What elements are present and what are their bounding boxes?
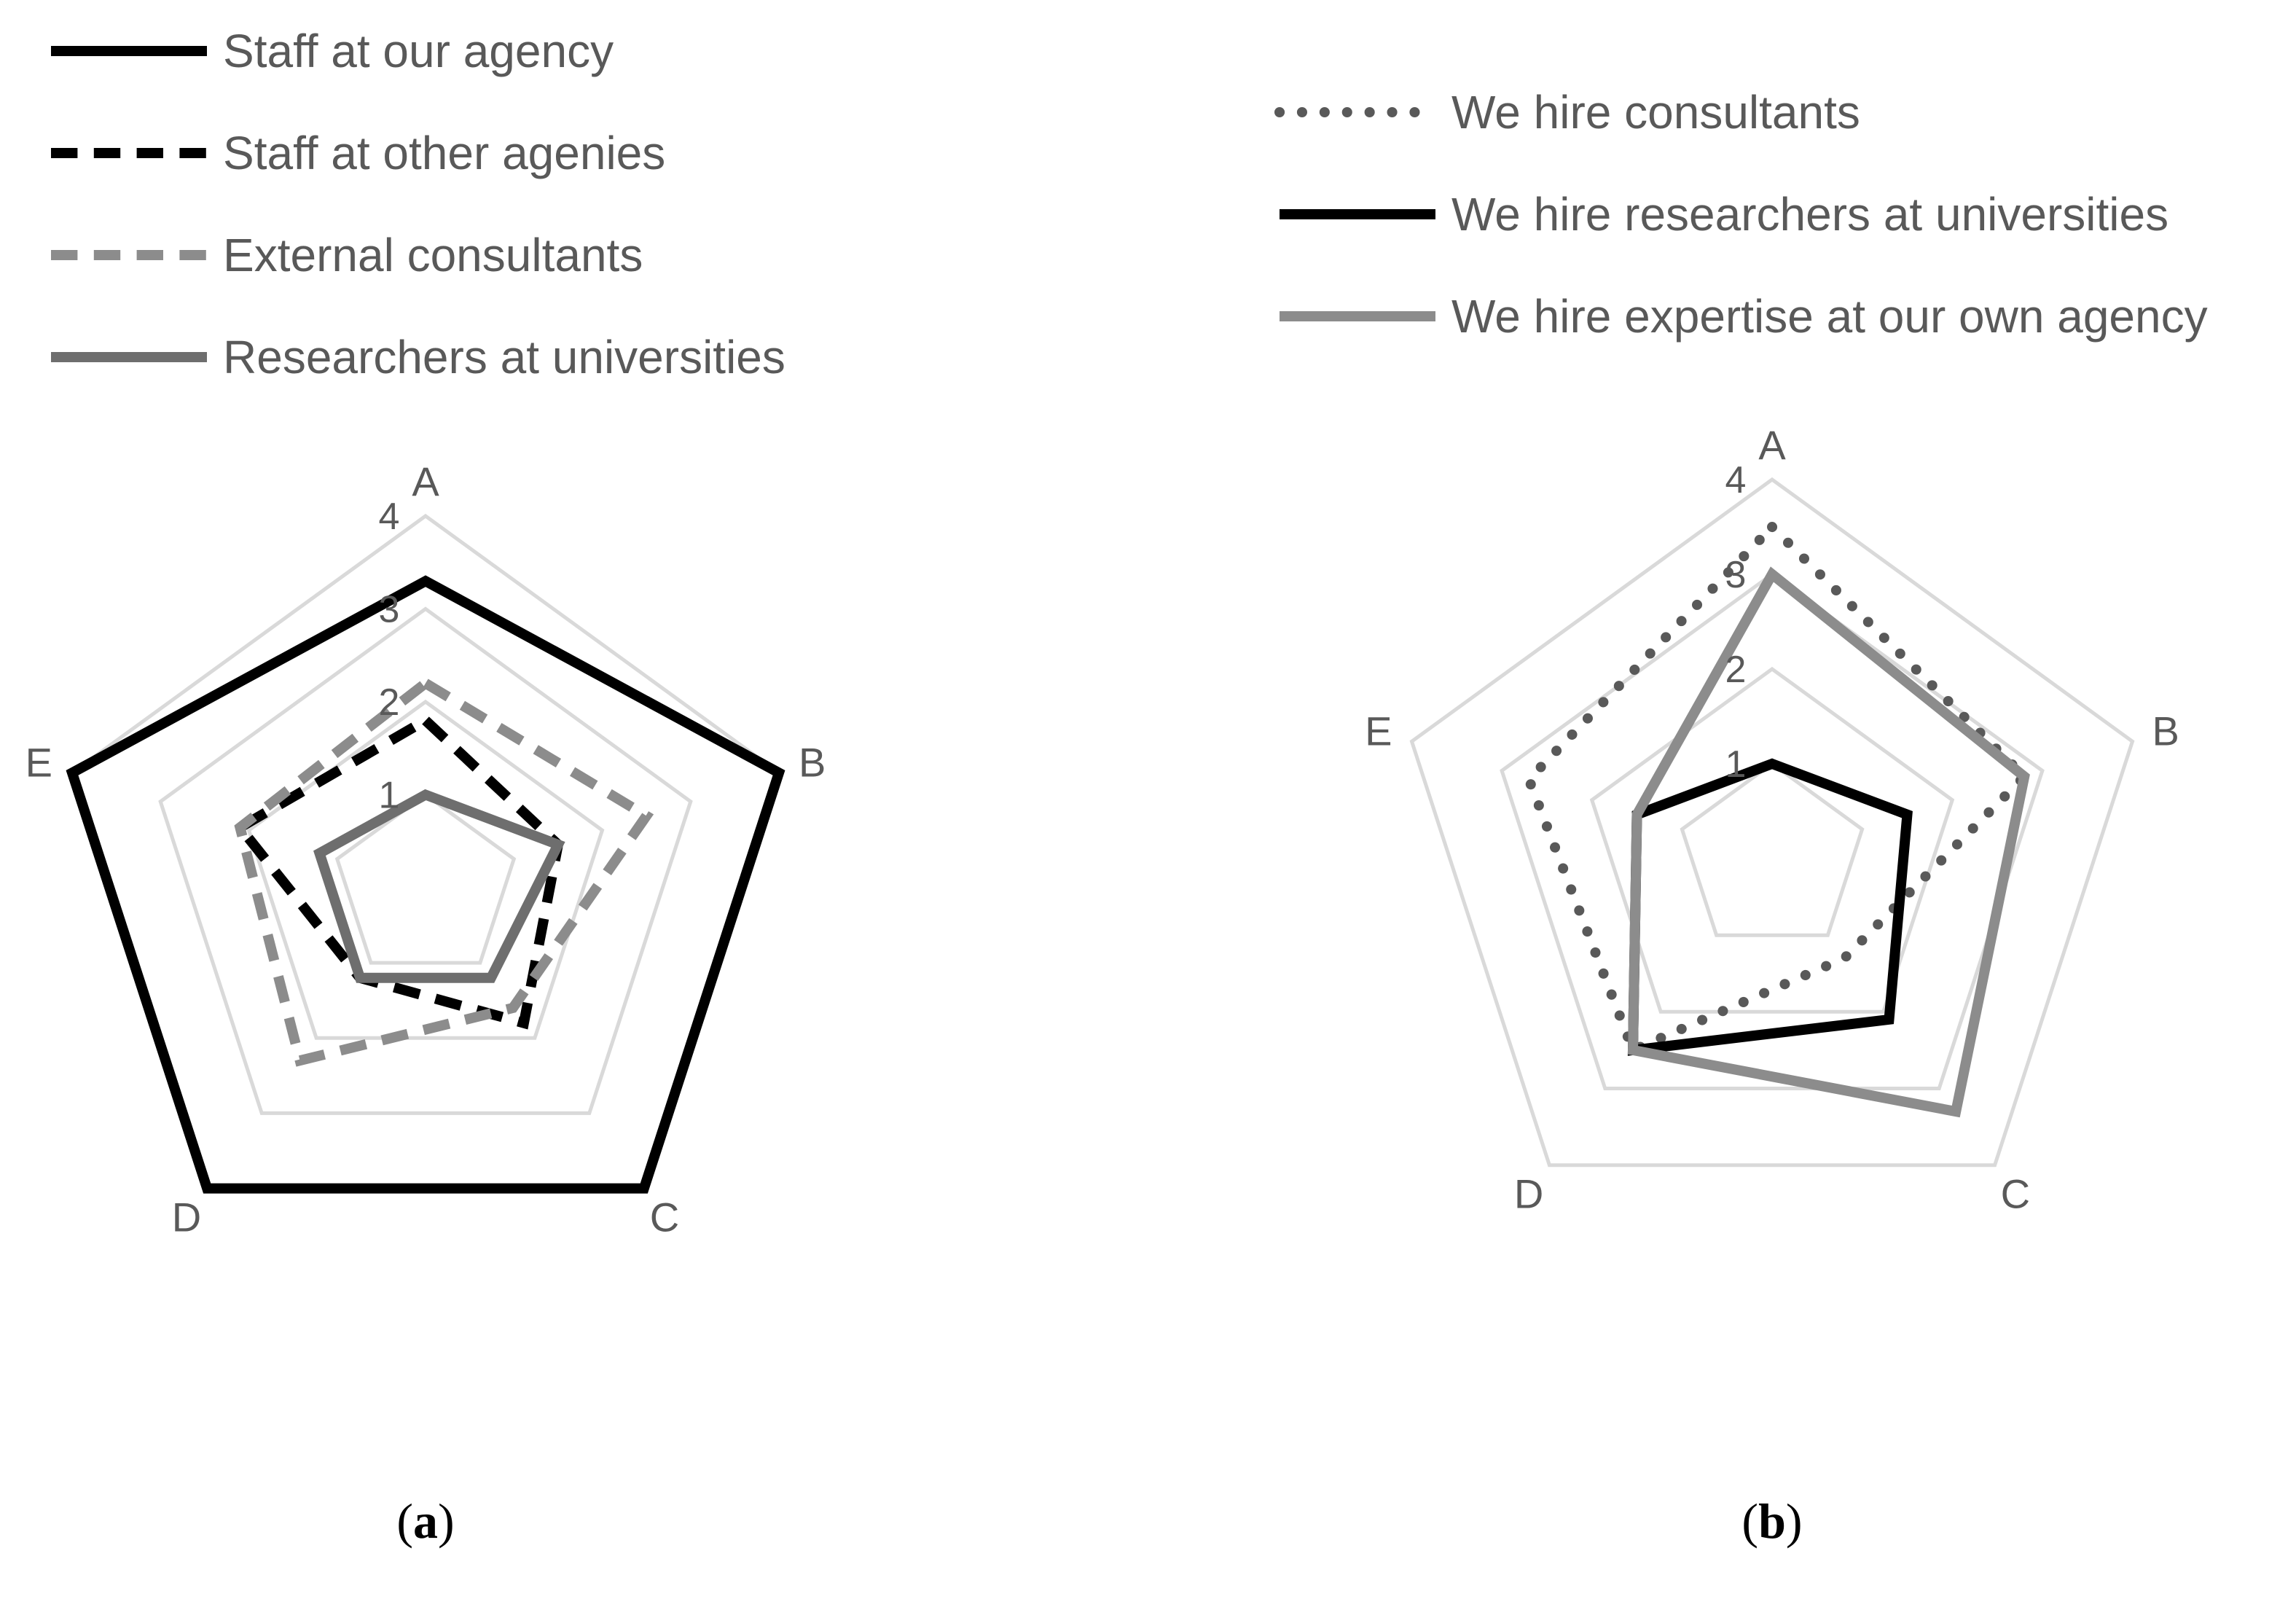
legend-label-3: External consultants: [223, 229, 643, 281]
axis-label-C: C: [2001, 1171, 2030, 1217]
series-line-4: [313, 789, 565, 983]
panel-label-b-letter: b: [1758, 1493, 1786, 1549]
axis-label-A: A: [412, 458, 439, 504]
legend-label-1: Staff at our agency: [223, 25, 614, 77]
axis-label-B: B: [2152, 708, 2179, 754]
series-line-3: [1627, 566, 2030, 1118]
grid-ring-2: [1589, 666, 1955, 1014]
axis-label-B: B: [799, 740, 826, 786]
panel-label-a-letter: a: [413, 1493, 438, 1549]
tick-label-4: 4: [379, 496, 400, 538]
radar-chart-b: 1 2 3 4A B C D E: [1365, 422, 2179, 1217]
axis-label-D: D: [172, 1194, 201, 1240]
grid-ring-1: [1680, 761, 1865, 937]
axis-label-E: E: [1365, 708, 1392, 754]
legend-label-4: Researchers at universities: [223, 331, 785, 383]
series-line-2: [232, 714, 564, 1030]
legend-label-1: We hire consultants: [1451, 86, 1860, 138]
axis-label-E: E: [26, 740, 52, 786]
tick-label-2: 2: [379, 681, 400, 724]
tick-label-3: 3: [379, 589, 400, 631]
tick-label-3: 3: [1725, 554, 1747, 596]
tick-label-1: 1: [1725, 743, 1747, 786]
axis-label-A: A: [1758, 422, 1786, 468]
tick-label-4: 4: [1725, 459, 1747, 501]
axis-label-C: C: [650, 1194, 679, 1240]
series-line-3: [234, 677, 654, 1067]
grid-ring-2: [246, 699, 605, 1040]
legend-panel-b: We hire consultants We hire researchers a…: [1274, 86, 2208, 343]
series-line-1: [1524, 522, 2030, 1055]
legend-label-2: We hire researchers at universities: [1451, 188, 2168, 241]
tick-label-2: 2: [1725, 649, 1747, 691]
grid-ring-3: [158, 606, 693, 1115]
panel-label-a: (a): [396, 1493, 454, 1549]
grid-ring-4: [1409, 477, 2135, 1168]
grid-ring-3: [1500, 571, 2045, 1090]
grid-ring-1: [334, 792, 517, 965]
tick-label-1: 1: [379, 775, 400, 817]
axis-label-D: D: [1514, 1171, 1543, 1217]
panel-label-b: (b): [1741, 1493, 1802, 1549]
series-line-1: [66, 575, 785, 1194]
legend-label-2: Staff at other agenies: [223, 127, 665, 179]
radar-chart-a: 1 2 3 4A B C D E: [26, 458, 826, 1240]
legend-label-3: We hire expertise at our own agency: [1451, 290, 2208, 343]
series-line-2: [1627, 758, 1913, 1056]
